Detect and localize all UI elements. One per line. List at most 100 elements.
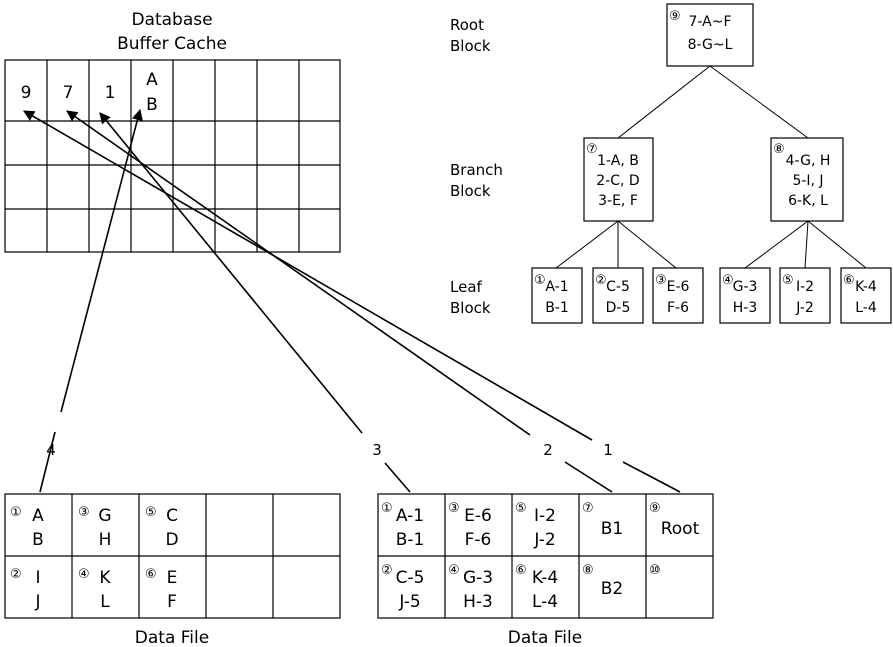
right-cell-1-line-2: B-1 (396, 530, 425, 550)
right-cell-5-number: ⑤ (515, 501, 527, 516)
left-cell-1-number: ① (10, 505, 22, 520)
leaf-block-4-line-1: G-3 (733, 279, 758, 295)
left-cell-4-line-2: L (100, 592, 110, 612)
left-cell-5-number: ⑤ (145, 505, 157, 520)
left-cell-2-line-1: I (35, 568, 40, 588)
arrow-4-upper (60, 108, 143, 413)
buffer-cache-title-line2: Buffer Cache (117, 34, 227, 54)
leaf-block-label-2: Block (450, 299, 491, 317)
cache-cell-9: 9 (21, 83, 32, 103)
leaf-block-4: ④ G-3 H-3 (719, 267, 771, 324)
root-block-line-1: 7-A~F (688, 14, 731, 30)
branch-block-label-2: Block (450, 182, 491, 200)
branch-block-7: ⑦ 1-A, B 2-C, D 3-E, F (583, 137, 654, 222)
branch-block-7-line-1: 1-A, B (597, 153, 639, 169)
right-cell-8-line-1: B2 (601, 579, 623, 599)
arrow-1-label: 1 (603, 441, 613, 459)
branch-block-8-line-2: 5-I, J (792, 173, 823, 189)
leaf-block-6: ⑥ K-4 L-4 (840, 267, 892, 324)
leaf-block-6-line-1: K-4 (855, 279, 877, 295)
leaf-block-3-number: ③ (655, 273, 667, 288)
branch-block-7-number: ⑦ (586, 142, 598, 157)
leaf-block-2-number: ② (595, 273, 607, 288)
root-block-line-2: 8-G~L (688, 37, 733, 53)
buffer-cache-title-line1: Database (131, 10, 212, 30)
arrow-1-lower (622, 461, 681, 493)
right-cell-3-line-1: E-6 (464, 506, 492, 526)
leaf-block-label-1: Leaf (450, 278, 483, 296)
arrow-3-lower (384, 462, 411, 493)
leaf-block-5: ⑤ I-2 J-2 (779, 267, 831, 324)
right-cell-9-number: ⑨ (649, 501, 661, 516)
branch-block-8-line-1: 4-G, H (786, 153, 831, 169)
right-cell-3-line-2: F-6 (465, 530, 492, 550)
leaf-block-5-line-1: I-2 (796, 279, 814, 295)
arrow-4-lower (39, 431, 56, 493)
right-cell-1-number: ① (381, 501, 393, 516)
root-block-label-1: Root (450, 16, 484, 34)
left-cell-1-line-1: A (32, 506, 44, 526)
right-cell-6-line-1: K-4 (532, 568, 558, 588)
leaf-block-4-number: ④ (722, 273, 734, 288)
leaf-block-5-number: ⑤ (782, 273, 794, 288)
right-cell-2-number: ② (381, 563, 393, 578)
left-cell-5-line-2: D (165, 530, 178, 550)
leaf-block-3-line-2: F-6 (667, 300, 689, 316)
right-cell-4-number: ④ (448, 563, 460, 578)
right-cell-2-line-1: C-5 (396, 568, 425, 588)
right-cell-4-line-1: G-3 (463, 568, 493, 588)
left-cell-2-line-2: J (34, 592, 40, 612)
cache-cell-a: A (146, 70, 158, 90)
right-cell-7-line-1: B1 (601, 519, 623, 539)
data-file-left-grid (4, 493, 341, 619)
left-cell-2-number: ② (10, 567, 22, 582)
data-file-right-caption: Data File (508, 628, 582, 647)
branch-block-8-line-3: 6-K, L (788, 193, 828, 209)
cache-cell-1: 1 (105, 83, 116, 103)
right-cell-10-number: ⑩ (649, 563, 661, 578)
data-file-left-caption: Data File (135, 628, 209, 647)
right-cell-3-number: ③ (448, 501, 460, 516)
arrow-2-lower (564, 461, 613, 493)
arrow-3-label: 3 (372, 441, 382, 459)
buffer-cache-grid (4, 59, 341, 253)
left-cell-3-line-1: G (98, 506, 111, 526)
leaf-block-2-line-1: C-5 (606, 279, 630, 295)
right-cell-2-line-2: J-5 (398, 592, 420, 612)
branch-block-8: ⑧ 4-G, H 5-I, J 6-K, L (770, 137, 844, 222)
right-cell-1-line-1: A-1 (396, 506, 424, 526)
leaf-block-5-line-2: J-2 (795, 300, 814, 316)
left-cell-3-number: ③ (78, 505, 90, 520)
left-cell-1-line-2: B (32, 530, 44, 550)
left-cell-4-number: ④ (78, 567, 90, 582)
leaf-block-1-number: ① (534, 273, 546, 288)
leaf-block-1-line-2: B-1 (545, 300, 569, 316)
left-cell-4-line-1: K (99, 568, 111, 588)
arrow-2-label: 2 (543, 441, 553, 459)
cache-cell-b: B (146, 95, 158, 115)
left-cell-5-line-1: C (166, 506, 178, 526)
root-block-number: ⑨ (669, 9, 681, 24)
leaf-block-6-number: ⑥ (843, 273, 855, 288)
arrow-1-upper (23, 110, 593, 441)
left-cell-3-line-2: H (99, 530, 112, 550)
branch-block-7-line-3: 3-E, F (598, 193, 638, 209)
tree-connectors (555, 65, 867, 269)
right-cell-8-number: ⑧ (582, 563, 594, 578)
branch-block-7-line-2: 2-C, D (596, 173, 639, 189)
arrow-4-label: 4 (46, 441, 56, 459)
left-cell-6-number: ⑥ (145, 567, 157, 582)
arrow-3-upper (99, 112, 363, 434)
arrow-2-upper (66, 110, 531, 436)
leaf-block-4-line-2: H-3 (733, 300, 758, 316)
cache-cell-7: 7 (63, 83, 74, 103)
leaf-block-1: ① A-1 B-1 (531, 267, 583, 324)
root-block-label-2: Block (450, 37, 491, 55)
right-cell-6-number: ⑥ (515, 563, 527, 578)
data-file-right-grid (377, 493, 714, 619)
branch-block-8-number: ⑧ (773, 142, 785, 157)
right-cell-4-line-2: H-3 (463, 592, 493, 612)
right-cell-6-line-2: L-4 (532, 592, 558, 612)
branch-block-label-1: Branch (450, 161, 503, 179)
